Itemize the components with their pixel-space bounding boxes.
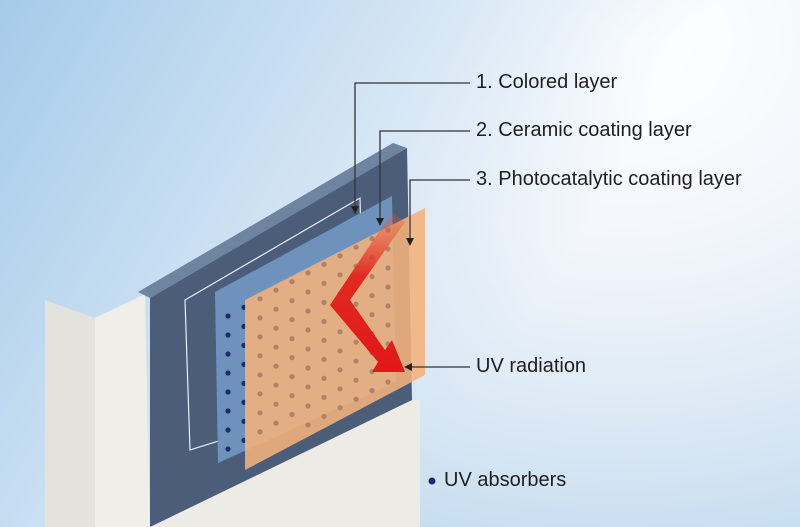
uv-absorber-dot bbox=[225, 408, 231, 414]
photocatalytic-coating-layer bbox=[245, 208, 425, 470]
uv-absorber-dot bbox=[321, 299, 327, 305]
uv-absorber-dot bbox=[321, 375, 327, 381]
uv-absorber-dot bbox=[305, 308, 311, 314]
uv-absorber-dot bbox=[337, 386, 343, 392]
uv-absorber-dot bbox=[257, 334, 263, 340]
uv-absorber-dot bbox=[273, 325, 279, 331]
leader-arrowheads bbox=[351, 206, 414, 371]
uv-absorber-legend-dot bbox=[428, 477, 436, 485]
uv-absorber-dot bbox=[257, 315, 263, 321]
uv-absorber-dot bbox=[337, 253, 343, 259]
uv-absorber-dot bbox=[337, 329, 343, 335]
uv-absorber-dot bbox=[273, 420, 279, 426]
label-colored-layer: 1. Colored layer bbox=[476, 71, 618, 93]
uv-absorber-dot bbox=[385, 284, 391, 290]
uv-absorber-dot bbox=[273, 401, 279, 407]
uv-absorber-dot bbox=[369, 388, 375, 394]
uv-absorber-dot bbox=[321, 280, 327, 286]
uv-absorber-dot bbox=[305, 327, 311, 333]
label-uv-absorbers: UV absorbers bbox=[444, 469, 567, 491]
uv-absorber-dot bbox=[305, 384, 311, 390]
uv-absorber-dot bbox=[289, 317, 295, 323]
uv-absorber-dot bbox=[289, 279, 295, 285]
uv-absorber-dot bbox=[337, 348, 343, 354]
wall-lower-face bbox=[150, 400, 420, 527]
uv-absorber-dot bbox=[369, 312, 375, 318]
uv-absorber-dot bbox=[385, 303, 391, 309]
uv-absorber-dot bbox=[321, 318, 327, 324]
uv-absorber-dot bbox=[369, 293, 375, 299]
uv-absorber-dot bbox=[257, 296, 263, 302]
wall-front-face bbox=[95, 294, 150, 527]
uv-absorber-dot bbox=[385, 265, 391, 271]
uv-absorber-dot bbox=[289, 298, 295, 304]
uv-absorber-dot bbox=[225, 427, 231, 433]
uv-absorber-dot bbox=[321, 261, 327, 267]
uv-absorber-dot bbox=[385, 322, 391, 328]
uv-absorber-dot bbox=[273, 363, 279, 369]
uv-absorber-dot bbox=[225, 332, 231, 338]
uv-absorber-dot bbox=[273, 344, 279, 350]
label-uv-radiation: UV radiation bbox=[476, 355, 587, 377]
uv-absorber-dot bbox=[353, 377, 359, 383]
uv-absorber-dot bbox=[225, 370, 231, 376]
panel-top-edge bbox=[138, 143, 407, 298]
uv-absorber-dot bbox=[353, 396, 359, 402]
uv-absorber-dot bbox=[353, 244, 359, 250]
uv-absorber-dot bbox=[321, 413, 327, 419]
uv-absorber-dot bbox=[337, 367, 343, 373]
label-photocatalytic-coating-layer: 3. Photocatalytic coating layer bbox=[476, 168, 742, 190]
uv-absorber-dot bbox=[385, 379, 391, 385]
uv-absorber-dot bbox=[305, 403, 311, 409]
uv-radiation-arrow bbox=[330, 212, 405, 372]
uv-absorber-dot bbox=[225, 389, 231, 395]
uv-absorber-dot bbox=[369, 274, 375, 280]
uv-absorber-dot bbox=[225, 313, 231, 319]
uv-absorber-dot bbox=[305, 422, 311, 428]
uv-absorber-dot bbox=[289, 393, 295, 399]
uv-absorber-dot bbox=[305, 365, 311, 371]
uv-absorber-dot bbox=[321, 394, 327, 400]
uv-absorber-dot bbox=[257, 372, 263, 378]
uv-absorber-dot bbox=[321, 356, 327, 362]
uv-absorber-dot bbox=[289, 374, 295, 380]
uv-absorber-dot bbox=[273, 306, 279, 312]
uv-absorber-dot bbox=[337, 272, 343, 278]
uv-absorber-dot bbox=[257, 429, 263, 435]
uv-absorber-dot bbox=[289, 412, 295, 418]
uv-absorber-dot bbox=[257, 391, 263, 397]
uv-absorber-dot bbox=[353, 301, 359, 307]
uv-absorber-dot bbox=[305, 346, 311, 352]
uv-absorber-dot bbox=[305, 270, 311, 276]
uv-absorber-dot bbox=[337, 405, 343, 411]
uv-absorber-dot bbox=[321, 337, 327, 343]
uv-absorber-dot bbox=[225, 351, 231, 357]
label-ceramic-coating-layer: 2. Ceramic coating layer bbox=[476, 119, 692, 141]
uv-absorber-dot bbox=[225, 446, 231, 452]
uv-absorber-dot bbox=[369, 236, 375, 242]
uv-absorber-dot bbox=[353, 358, 359, 364]
wall-left-face bbox=[45, 300, 95, 527]
leader-lines bbox=[354, 82, 470, 368]
uv-absorber-dot bbox=[257, 353, 263, 359]
uv-absorber-dot bbox=[273, 287, 279, 293]
uv-absorber-dot bbox=[305, 289, 311, 295]
uv-absorber-dot bbox=[353, 339, 359, 345]
uv-absorber-dot bbox=[289, 355, 295, 361]
uv-absorber-dot bbox=[273, 382, 279, 388]
uv-absorber-dot bbox=[257, 410, 263, 416]
uv-absorber-dot bbox=[289, 336, 295, 342]
